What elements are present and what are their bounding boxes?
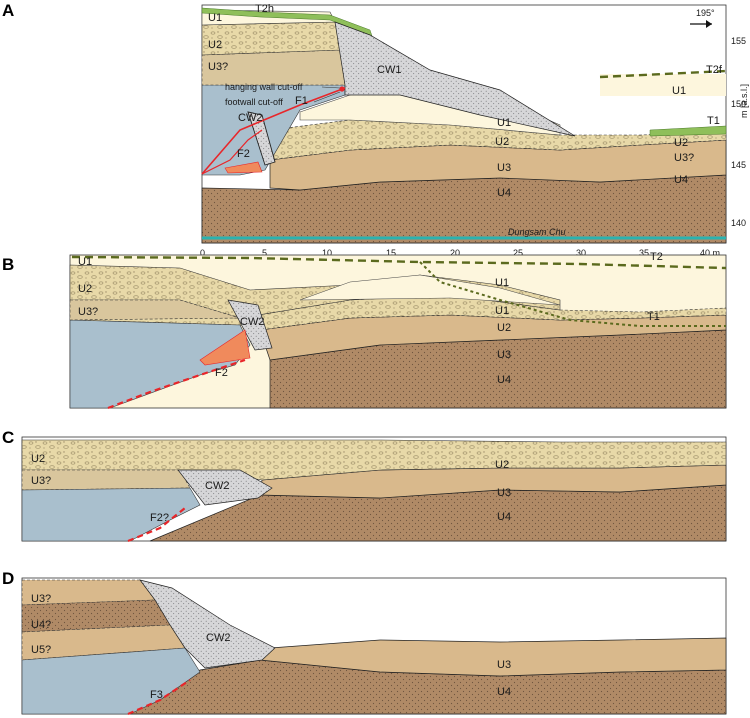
label-b-u3q: U3?	[78, 306, 98, 318]
cutoff-marker	[339, 86, 345, 92]
panel-a: A U1 U	[2, 1, 749, 258]
label-b-f2: F2	[215, 367, 228, 379]
fault-f1-trace	[201, 87, 346, 175]
label-c-cw2: CW2	[205, 480, 229, 492]
label-u1-right: U1	[672, 85, 686, 97]
t2f-terrace-line	[599, 69, 727, 79]
x-tick-10: 10	[322, 248, 332, 258]
label-bearing: 195°	[696, 8, 715, 18]
x-tick-15: 15	[386, 248, 396, 258]
label-b-t2: T2	[650, 251, 663, 263]
label-t2f: T2f	[706, 64, 723, 76]
y-tick-140: 140	[731, 218, 746, 228]
panel-b: B U1 U2 U3? T2 U1 T1 U1 U2 U3 U4 CW2 F2	[2, 251, 727, 410]
label-b-u1: U1	[78, 256, 92, 268]
label-c-u2: U2	[31, 453, 45, 465]
colluvial-wedge-cw2	[247, 111, 276, 166]
label-b-u3: U3	[497, 349, 511, 361]
x-tick-25: 25	[513, 248, 523, 258]
colluvial-wedge-cw1	[334, 21, 576, 137]
label-u1: U1	[208, 12, 222, 24]
t1-terrace-line	[419, 261, 726, 327]
label-c-u3: U3	[497, 487, 511, 499]
label-d-u5q: U5?	[31, 644, 51, 656]
label-b-u1-lens: U1	[495, 305, 509, 317]
label-b-u2-mid: U2	[497, 322, 511, 334]
label-d-u4: U4	[497, 686, 511, 698]
label-b-u2: U2	[78, 283, 92, 295]
x-tick-35: 35	[639, 248, 649, 258]
label-cw2: CW2	[238, 112, 262, 124]
fault-f2q-trace-c	[127, 507, 186, 543]
label-c-f2q: F2?	[150, 512, 169, 524]
colluvial-wedge-cw2-c	[177, 469, 273, 506]
fault-f2-splay-b	[199, 329, 251, 366]
label-u2-mid: U2	[495, 136, 509, 148]
label-u3q-right: U3?	[674, 152, 694, 164]
label-u2-right: U2	[674, 137, 688, 149]
leader-footwall	[313, 91, 341, 103]
label-b-cw2: CW2	[240, 316, 264, 328]
label-d-cw2: CW2	[206, 632, 230, 644]
label-t2h: T2h	[255, 3, 274, 15]
label-c-u3q: U3?	[31, 475, 51, 487]
panel-d-label: D	[2, 569, 14, 588]
label-footwall-cutoff: footwall cut-off	[225, 97, 283, 107]
colluvial-wedge-cw2-d	[139, 579, 276, 669]
fault-f3-trace-d	[127, 679, 191, 716]
y-tick-155: 155	[731, 36, 746, 46]
label-b-t1: T1	[647, 311, 660, 323]
bearing-arrowhead-icon	[706, 20, 712, 28]
x-tick-30: 30	[576, 248, 586, 258]
unit-u3-layer-d	[259, 637, 727, 677]
panel-a-label: A	[2, 1, 14, 20]
label-u2: U2	[208, 39, 222, 51]
vegetation-right	[649, 125, 727, 137]
y-tick-145: 145	[731, 160, 746, 170]
label-d-u4q: U4?	[31, 619, 51, 631]
label-b-u4: U4	[497, 374, 511, 386]
label-t1: T1	[707, 115, 720, 127]
unit-u3q-layer-c	[21, 469, 191, 491]
hanging-wall-block-c	[21, 487, 201, 542]
panel-c: C U2 U3? U2 U3 U4 CW2 F2?	[2, 428, 727, 543]
panel-c-label: C	[2, 428, 14, 447]
t2-terrace-line	[71, 255, 727, 270]
y-axis-label: m [a.s.l.]	[739, 84, 749, 118]
leader-hanging-wall	[321, 86, 341, 89]
label-f2: F2	[237, 148, 250, 160]
label-d-u3q: U3?	[31, 593, 51, 605]
label-cw1: CW1	[377, 64, 401, 76]
label-c-u4: U4	[497, 511, 511, 523]
unit-u2-upper-layer	[201, 21, 341, 56]
y-axis: 155 150 145 140 m [a.s.l.]	[731, 36, 749, 228]
label-hanging-wall-cutoff: hanging wall cut-off	[225, 82, 303, 92]
label-b-u1-right: U1	[495, 277, 509, 289]
label-d-u3: U3	[497, 659, 511, 671]
fault-f2-trace	[201, 129, 263, 175]
x-tick-0: 0	[200, 248, 205, 258]
x-tick-20: 20	[450, 248, 460, 258]
fault-f2-trace-b	[107, 358, 246, 410]
label-river: Dungsam Chu	[508, 227, 566, 237]
label-d-f3: F3	[150, 689, 163, 701]
label-u3: U3	[497, 162, 511, 174]
label-f1: F1	[295, 95, 308, 107]
label-u4: U4	[497, 187, 511, 199]
panel-d: D U3? U4? U5? U3 U4 CW2 F3	[2, 569, 727, 716]
label-u3q: U3?	[208, 61, 228, 73]
label-u1-lens: U1	[497, 117, 511, 129]
x-axis: 0 5 10 15 20 25 30 35 40 m	[200, 242, 726, 258]
x-tick-5: 5	[262, 248, 267, 258]
y-tick-150: 150	[731, 99, 746, 109]
t2f-terrace-block	[600, 74, 726, 96]
colluvial-wedge-cw2-b	[227, 299, 273, 351]
fault-f2-splay	[224, 161, 263, 174]
x-tick-40: 40 m	[700, 248, 720, 258]
label-c-u2-mid: U2	[495, 459, 509, 471]
label-u4-right: U4	[674, 174, 688, 186]
panel-b-label: B	[2, 255, 14, 274]
